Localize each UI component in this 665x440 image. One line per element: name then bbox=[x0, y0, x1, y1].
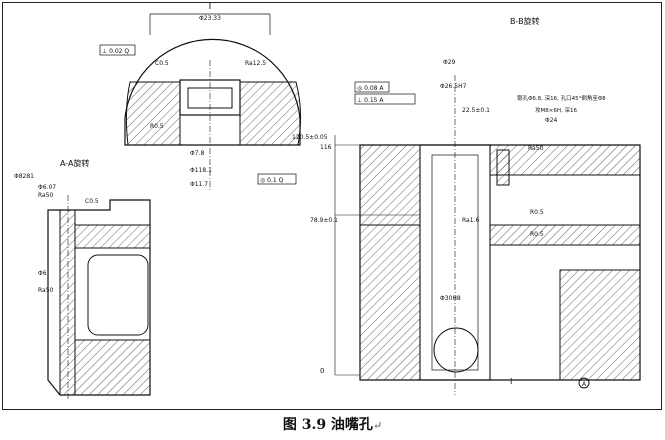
bb-zero: 0 bbox=[320, 367, 324, 375]
engineering-drawing: I Φ23.33 C0.5 Ra12.5 R0.5 Φ7.8 Φ118.1 Φ1… bbox=[14, 2, 641, 400]
run-frame-text: ◎ 0.1 Q bbox=[260, 177, 284, 184]
bb-frame-1-text: ◎ 0.08 A bbox=[357, 85, 384, 92]
section-aa-hatch-top bbox=[74, 224, 151, 249]
detail-top-dim: Φ23.33 bbox=[199, 15, 221, 22]
bb-r05-b: R0.5 bbox=[530, 231, 544, 238]
dim-d7: Φ7.8 bbox=[190, 150, 204, 157]
datum-A-circle bbox=[578, 377, 590, 389]
detail-view-I: I Φ23.33 C0.5 Ra12.5 R0.5 Φ7.8 Φ118.1 Φ1… bbox=[99, 2, 302, 190]
section-bb-hatch-top-left bbox=[359, 144, 421, 226]
section-bb-hatch-mid-right bbox=[489, 224, 641, 246]
aa-dim-6: Φ6 bbox=[38, 270, 47, 277]
dim-d117: Φ11.7 bbox=[190, 181, 208, 188]
aa-dim-8281: Φ8281 bbox=[14, 173, 34, 180]
section-aa-hatch-bore-wall bbox=[59, 209, 76, 396]
bb-note: 锪孔Φ6.8, 深16, 孔口45°倒角至Φ8 bbox=[517, 94, 606, 102]
section-aa-outline bbox=[47, 199, 151, 396]
section-view-AA: A-A旋转 Φ8281 Φ6.07 Ra50 Φ6 Ra50 C0.5 bbox=[14, 158, 151, 400]
detail-label: I bbox=[209, 2, 212, 12]
bb-frame-2-text: ⊥ 0.15 A bbox=[357, 97, 384, 104]
bb-r05: R0.5 bbox=[530, 209, 544, 216]
section-bb-hatch-left bbox=[359, 224, 421, 381]
radius-label-1: R0.5 bbox=[150, 123, 164, 130]
aa-rough-50-b: Ra50 bbox=[38, 287, 54, 294]
bb-dim-29: Φ29 bbox=[443, 59, 456, 66]
section-aa-cavity bbox=[87, 254, 149, 336]
detail-hatch-left bbox=[125, 81, 181, 146]
bb-dim-24: Φ24 bbox=[545, 117, 558, 124]
dim-d118: Φ118.1 bbox=[190, 167, 212, 174]
bb-rough-16: Ra1.6 bbox=[462, 217, 479, 224]
section-bb-circle-I bbox=[433, 327, 479, 373]
section-aa-hatch-bottom bbox=[74, 339, 151, 396]
bb-frame-2 bbox=[354, 93, 416, 105]
drawing-frame bbox=[2, 2, 662, 410]
bb-dim-bore: Φ26.5H7 bbox=[440, 83, 467, 90]
bb-h3: 78.9±0.1 bbox=[310, 217, 338, 224]
bb-dim-bottom: Φ30H8 bbox=[440, 295, 461, 302]
perp-frame bbox=[99, 44, 136, 56]
roughness-label-1: Ra12.5 bbox=[245, 60, 266, 67]
bb-dim-22: 22.5±0.1 bbox=[462, 107, 490, 114]
caption-text: 图 3.9 油嘴孔 bbox=[282, 417, 373, 433]
detail-hatch-right bbox=[239, 81, 302, 146]
section-view-BB: B-B旋转 I A Φ29 Φ26.5H7 Φ30H8 Φ24 22.5±0.1… bbox=[292, 16, 641, 395]
bb-note2: 攻M8×6H, 深16 bbox=[535, 106, 577, 114]
caption-mark: ↵ bbox=[372, 419, 383, 432]
section-bb-hatch-bottom-right bbox=[559, 269, 641, 381]
aa-c-label: C0.5 bbox=[85, 198, 99, 205]
section-bb-tapped-hole bbox=[496, 149, 510, 186]
figure-caption: 图 3.9 油嘴孔↵ bbox=[0, 414, 665, 434]
section-bb-hatch-top-right bbox=[489, 144, 641, 176]
bb-circle-I-label: I bbox=[510, 377, 512, 386]
run-frame bbox=[257, 173, 297, 185]
datum-A-label: A bbox=[582, 381, 587, 388]
bb-rough-50: Ra50 bbox=[528, 145, 544, 152]
section-aa-title: A-A旋转 bbox=[60, 158, 89, 168]
bb-h1: 120.5±0.05 bbox=[292, 134, 328, 141]
bb-h2: 116 bbox=[320, 144, 332, 151]
section-bb-title: B-B旋转 bbox=[510, 16, 540, 26]
aa-rough-50: Ra50 bbox=[38, 192, 54, 199]
aa-dim-607: Φ6.07 bbox=[38, 184, 56, 191]
chamfer-label: C0.5 bbox=[155, 60, 169, 67]
bb-frame-1 bbox=[354, 81, 390, 93]
perp-frame-text: ⊥ 0.02 Q bbox=[102, 48, 129, 55]
